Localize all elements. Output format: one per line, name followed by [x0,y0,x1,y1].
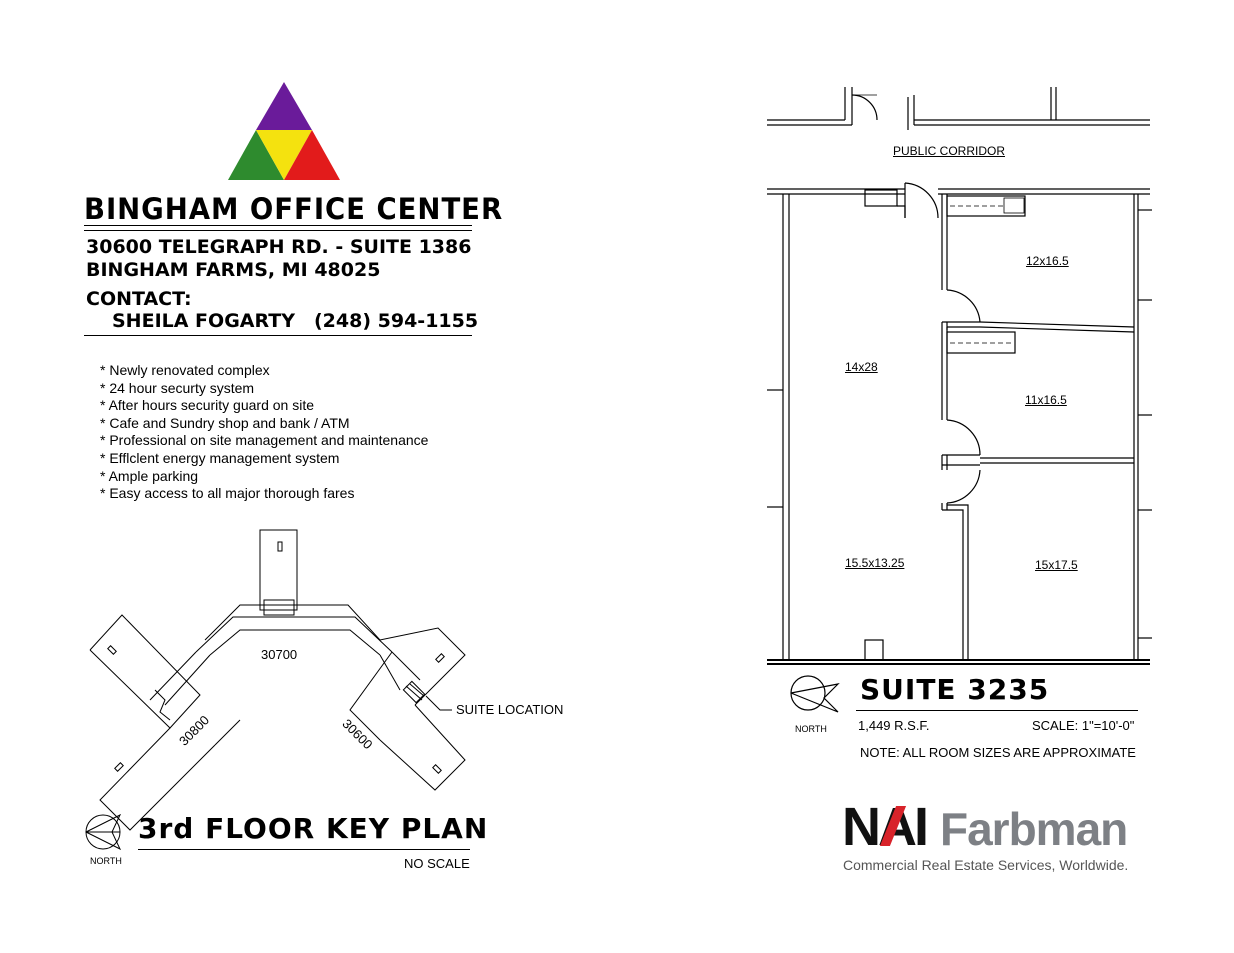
room-size-note: NOTE: ALL ROOM SIZES ARE APPROXIMATE [860,745,1136,760]
feature-item: * Cafe and Sundry shop and bank / ATM [100,414,350,431]
key-plan-north-label: NORTH [90,856,122,866]
feature-item: * Newly renovated complex [100,362,270,378]
address-line-1: 30600 TELEGRAPH RD. - SUITE 1386 [86,236,472,258]
nai-logo-mark: NAI [842,796,929,858]
room-14x28-label: 14x28 [845,360,878,374]
feature-item: * After hours security guard on site [100,397,314,414]
feature-item: * 24 hour securty system [100,379,255,396]
room-15-5x13-25-label: 15.5x13.25 [845,556,905,570]
nai-logo-text: NAI [842,797,929,857]
suite-title: SUITE 3235 [860,673,1050,706]
building-title: BINGHAM OFFICE CENTER [84,192,504,226]
suite-north-label: NORTH [795,724,827,734]
feature-item: * Professional on site management and ma… [100,432,429,449]
feature-item: * Easy access to all major thorough fare… [100,485,355,502]
suite-area: 1,449 R.S.F. [858,718,930,733]
room-11x16-5-label: 11x16.5 [1025,393,1067,407]
contact-name: SHEILA FOGARTY [112,310,295,332]
contact-phone: (248) 594-1155 [314,310,479,332]
key-plan-scale: NO SCALE [404,856,470,871]
key-plan-title: 3rd FLOOR KEY PLAN [138,812,489,845]
feature-list: * Newly renovated complex * 24 hour secu… [100,362,428,503]
contact-label: CONTACT: [86,288,192,310]
building-30800-label: 30800 [176,712,213,749]
feature-item: * Efflclent energy management system [100,449,340,466]
address-line-2: BINGHAM FARMS, MI 48025 [86,259,381,281]
room-12x16-5-label: 12x16.5 [1026,254,1069,268]
suite-scale: SCALE: 1"=10'-0" [1032,718,1135,733]
corridor-label: PUBLIC CORRIDOR [893,144,1006,158]
feature-item: * Ample parking [100,467,199,484]
suite-location-label: SUITE LOCATION [456,702,564,717]
building-30700-label: 30700 [261,647,298,662]
farbman-logo-text: Farbman [940,803,1128,855]
room-15x17-5-label: 15x17.5 [1035,558,1078,572]
building-30600-label: 30600 [339,716,376,753]
company-tagline: Commercial Real Estate Services, Worldwi… [843,857,1129,873]
